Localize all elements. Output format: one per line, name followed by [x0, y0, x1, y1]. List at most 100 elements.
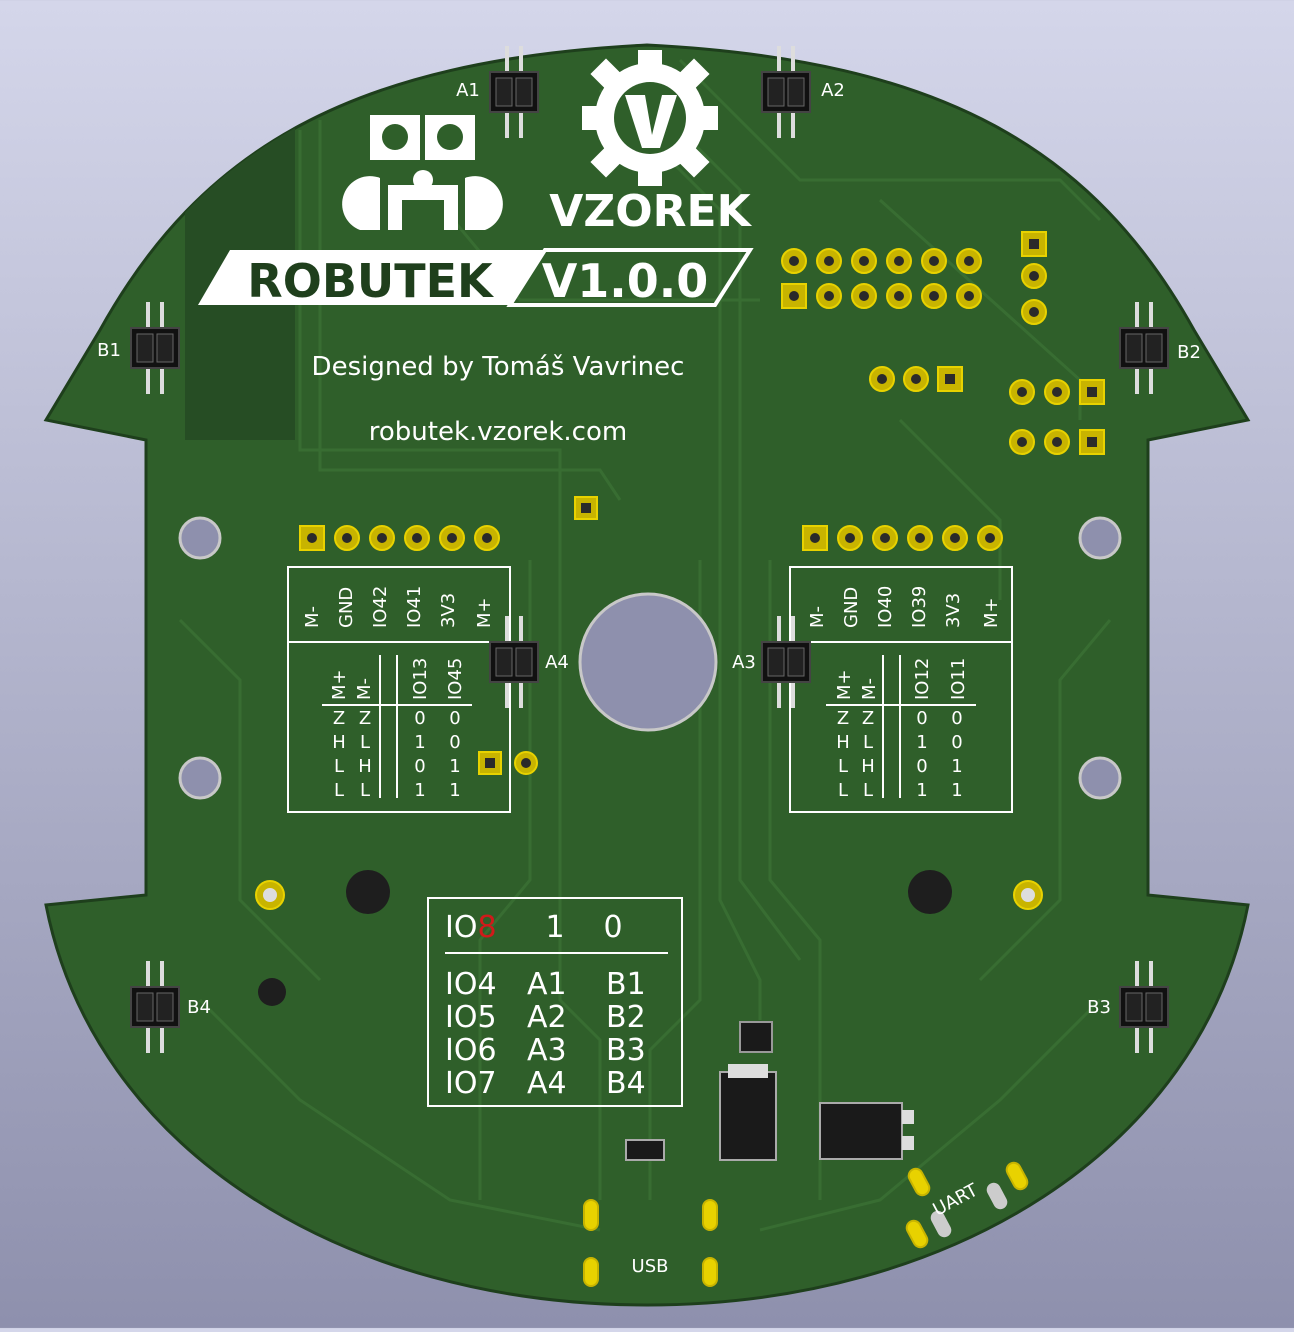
truth-table-cell: Z [837, 708, 849, 729]
sensor-a3 [761, 616, 811, 708]
mux-table-cell: IO5 [445, 1000, 497, 1035]
header-pin-hole [859, 291, 869, 301]
truth-table-cell: 1 [916, 732, 927, 753]
sensor-window [495, 647, 513, 677]
mux-table-cell: A1 [527, 967, 567, 1002]
motor-pin-hole [915, 533, 925, 543]
pin-header-2x6 [781, 248, 982, 309]
sensor-a4 [489, 616, 539, 708]
mounting-holes [178, 516, 1122, 800]
uart-connector-pads [905, 1161, 1029, 1249]
motor-pin-hole [307, 533, 317, 543]
mux-table-cell: B3 [606, 1033, 646, 1068]
truth-table-cell: 0 [951, 708, 962, 729]
truth-table-cell: 1 [449, 756, 460, 777]
header-pin-hole [929, 291, 939, 301]
truth-table-cell: 0 [414, 756, 425, 777]
brand-label: VZOREK [549, 186, 752, 237]
pin-label: M+ [981, 597, 1002, 628]
usb-label: USB [632, 1256, 669, 1277]
truth-table-cell: 1 [916, 780, 927, 801]
screw-standoffs [258, 870, 952, 1006]
column-header: M+ [329, 669, 350, 700]
mux-table-cell: A4 [527, 1066, 567, 1101]
truth-table-cell: 1 [951, 780, 962, 801]
column-header: IO45 [445, 658, 466, 700]
motor-right-pin-header [802, 525, 1003, 551]
motor-left-pin-header [299, 525, 500, 551]
sensor-b1 [130, 302, 180, 394]
header-pin-hole [859, 256, 869, 266]
column-header: M+ [834, 669, 855, 700]
line-sensors [130, 46, 1169, 1053]
header-pin-hole [789, 291, 799, 301]
mux-table-cell: IO6 [445, 1033, 497, 1068]
sensor-a1 [489, 46, 539, 138]
truth-table-cell: 0 [951, 732, 962, 753]
truth-table-cell: L [863, 732, 873, 753]
board-title: ROBUTEK [247, 254, 495, 308]
sensor-window [767, 647, 785, 677]
pin-label: M+ [474, 597, 495, 628]
mux-table-cell: B1 [606, 967, 646, 1002]
pin-label: GND [841, 587, 862, 628]
motor-pin-hole [447, 533, 457, 543]
truth-table-cell: 1 [951, 756, 962, 777]
truth-table-cell: H [861, 756, 875, 777]
sensor-window [136, 333, 154, 363]
truth-table-cell: 1 [414, 780, 425, 801]
truth-table-cell: Z [333, 708, 345, 729]
sensor-label-a2: A2 [821, 80, 845, 101]
sensor-label-b4: B4 [187, 997, 211, 1018]
mux-table-cell: B4 [606, 1066, 646, 1101]
sensor-label-a1: A1 [456, 80, 480, 101]
motor-right-headers: M+ M- IO12 IO11 [834, 658, 969, 700]
truth-table-cell: 0 [916, 708, 927, 729]
truth-table-cell: 1 [414, 732, 425, 753]
sensor-b4 [130, 961, 180, 1053]
website-url: robutek.vzorek.com [369, 417, 627, 447]
column-header: M- [354, 678, 375, 700]
title-banner [198, 248, 754, 307]
motor-right-table [789, 566, 1013, 813]
sensor-window [787, 77, 805, 107]
truth-table-cell: L [838, 756, 848, 777]
mux-table-cell: A3 [527, 1033, 567, 1068]
sensor-window [515, 77, 533, 107]
motor-left-table [287, 566, 511, 813]
mux-header-highlight: 8 [477, 910, 496, 945]
pin-label: 3V3 [438, 593, 459, 628]
header-pin-hole [824, 256, 834, 266]
vzorek-gear-logo [582, 50, 718, 186]
sensor-b2 [1119, 302, 1169, 394]
pin-label: IO39 [909, 586, 930, 628]
truth-table-cell: 0 [916, 756, 927, 777]
plated-holes [255, 880, 1043, 910]
sensor-window [1125, 333, 1143, 363]
motor-pin-hole [810, 533, 820, 543]
truth-table-cell: H [358, 756, 372, 777]
header-pin-hole [894, 256, 904, 266]
truth-table-cell: 1 [449, 780, 460, 801]
motor-pin-hole [880, 533, 890, 543]
header-pin-hole [789, 256, 799, 266]
motor-pin-hole [985, 533, 995, 543]
truth-table-cell: L [360, 732, 370, 753]
motor-left-headers: M+ M- IO13 IO45 [329, 658, 466, 700]
truth-table-cell: L [334, 756, 344, 777]
motor-pin-hole [950, 533, 960, 543]
column-header: IO12 [912, 658, 933, 700]
mux-table-cell: A2 [527, 1000, 567, 1035]
truth-table-cell: L [838, 780, 848, 801]
pin-label: IO40 [875, 586, 896, 628]
header-pin-hole [894, 291, 904, 301]
mux-table-cell: IO4 [445, 967, 497, 1002]
mux-header-prefix: IO8 [445, 910, 497, 945]
pin-header-3x1 [1021, 231, 1047, 325]
mux-table-cell: IO7 [445, 1066, 497, 1101]
mux-header-col1: 1 [545, 910, 564, 945]
sensor-window [136, 992, 154, 1022]
truth-table-cell: 0 [449, 732, 460, 753]
